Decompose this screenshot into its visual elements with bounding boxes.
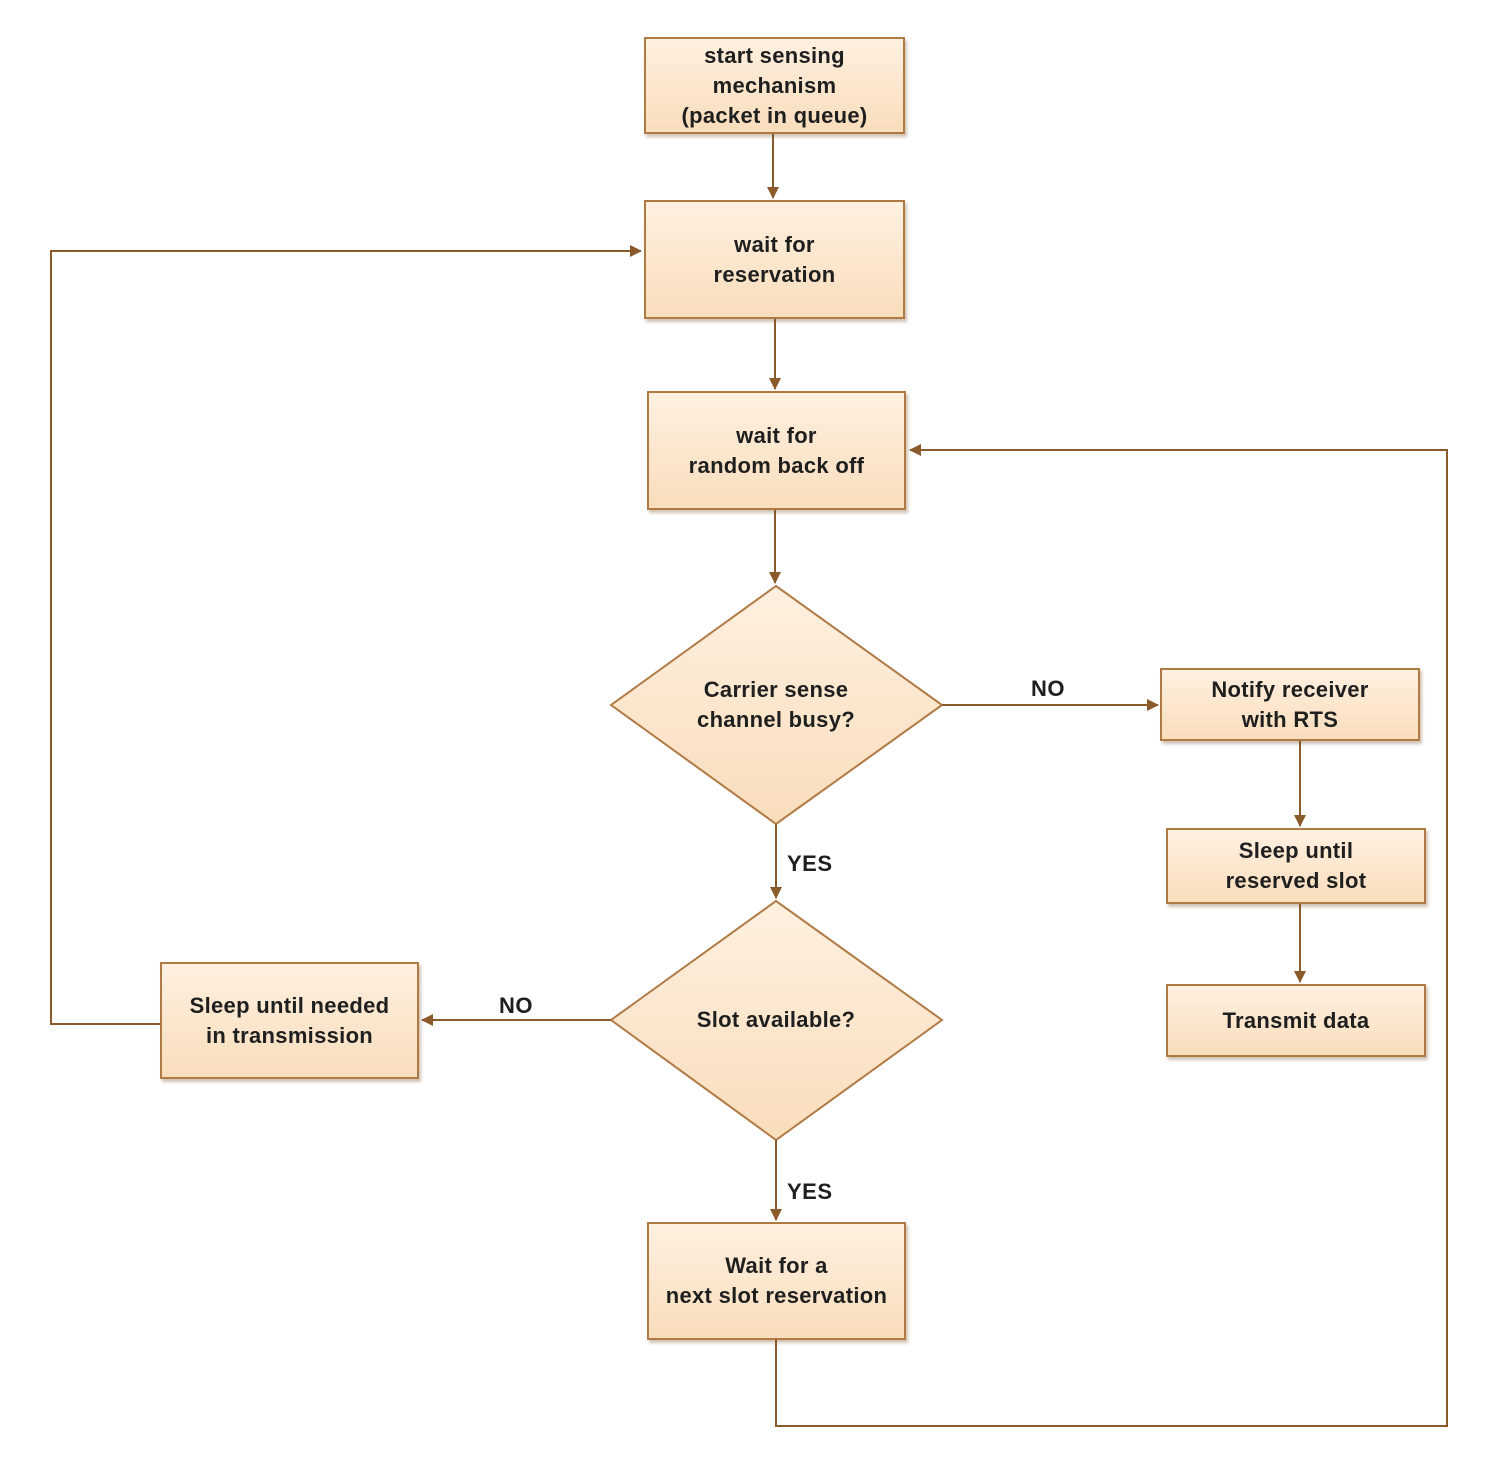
edge-next-slot-loop-to-backoff (775, 444, 1448, 1427)
slot-available-label: Slot available? (696, 1007, 856, 1032)
sleep-until-needed-node: Sleep until needed in transmission (160, 962, 419, 1079)
wait-for-reservation-node: wait for reservation (644, 200, 905, 319)
edge-sleep-needed-loop-to-reservation (50, 245, 642, 1025)
start-sensing-node: start sensing mechanism (packet in queue… (644, 37, 905, 134)
slot-no-label: NO (499, 993, 533, 1018)
transmit-data-node: Transmit data (1166, 984, 1426, 1057)
notify-receiver-node: Notify receiver with RTS (1160, 668, 1420, 741)
carrier-sense-label: Carrier sense channel busy? (697, 677, 855, 732)
carrier-no-label: NO (1031, 676, 1065, 701)
wait-for-backoff-node: wait for random back off (647, 391, 906, 510)
slot-yes-label: YES (787, 1179, 833, 1204)
next-slot-reservation-node: Wait for a next slot reservation (647, 1222, 906, 1340)
carrier-yes-label: YES (787, 851, 833, 876)
sleep-until-reserved-node: Sleep until reserved slot (1166, 828, 1426, 904)
